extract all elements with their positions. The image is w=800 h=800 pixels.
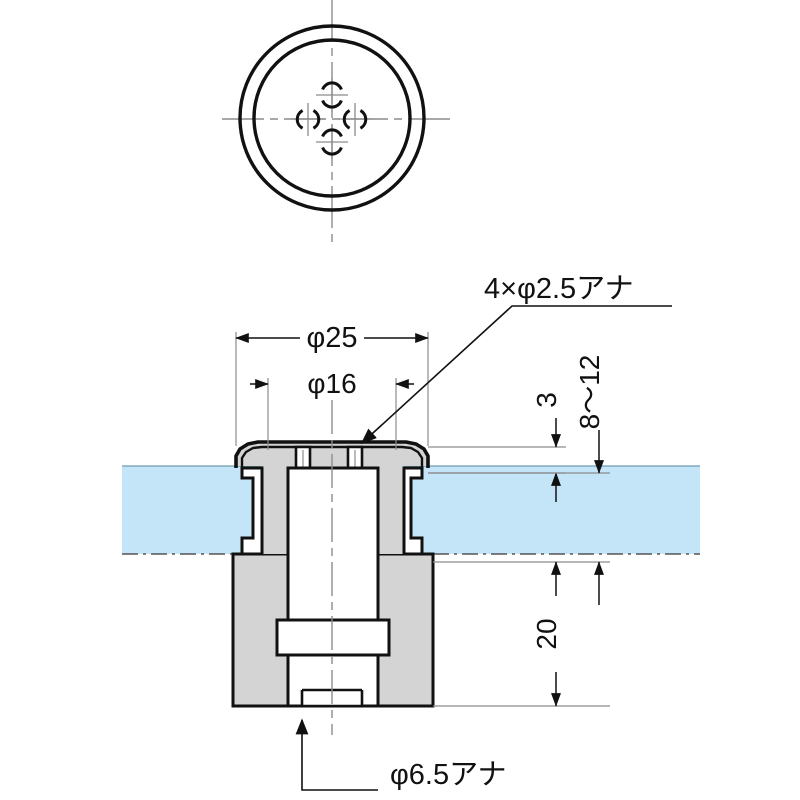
- dim-text-phi25: φ25: [306, 322, 357, 354]
- leader-line-bottom-hole: [295, 718, 378, 791]
- screw-hole-top-arc-lower: [321, 99, 343, 109]
- leader-bottom-hole: φ6.5アナ: [295, 718, 507, 791]
- dim-text-cap-height: 3: [531, 392, 562, 408]
- dimension-inner-diameter: φ16: [250, 368, 414, 450]
- dimension-outer-diameter: φ25: [235, 322, 429, 446]
- cap-fill: [236, 443, 428, 466]
- clamp-jaw-left: [240, 466, 264, 556]
- screw-hole-bottom-arc-lower: [321, 146, 343, 156]
- screw-hole-left-arc-left: [295, 109, 304, 130]
- screw-hole-top-arc-upper: [321, 81, 343, 91]
- top-view-inner-circle: [252, 38, 412, 198]
- panel-left: [122, 466, 262, 554]
- dim-text-body-depth: 20: [531, 618, 562, 649]
- dimension-panel-thickness: 8～12: [428, 355, 610, 605]
- screw-hole-bottom: [316, 125, 348, 159]
- screw-hole-right: [338, 103, 372, 136]
- dim-text-panel-thickness: 8～12: [574, 355, 605, 430]
- screw-hole-right-arc-left: [342, 109, 351, 130]
- clamp-jaw-right: [402, 466, 424, 556]
- top-view-outer-circle: [238, 24, 426, 212]
- leader-text-bottom-hole: φ6.5アナ: [390, 759, 507, 791]
- leader-text-hole-pattern: 4×φ2.5アナ: [484, 273, 634, 305]
- top-view: [222, 0, 452, 248]
- dim-text-phi16: φ16: [307, 368, 356, 399]
- central-bore: [275, 466, 391, 708]
- screw-hole-left: [291, 103, 325, 136]
- leader-hole-pattern: 4×φ2.5アナ: [360, 273, 672, 445]
- screw-hole-right-arc-right: [359, 109, 368, 130]
- dimension-body-depth: 20: [433, 561, 610, 707]
- screw-hole-top: [316, 78, 348, 112]
- dimension-layer: φ25 φ16 4×φ2.5アナ φ6.5アナ: [235, 273, 672, 791]
- section-view: [122, 400, 700, 735]
- leader-line-hole-pattern: [360, 305, 672, 445]
- screw-hole-left-arc-right: [312, 109, 321, 130]
- panel-right: [404, 466, 700, 554]
- screw-hole-bottom-arc-upper: [321, 128, 343, 138]
